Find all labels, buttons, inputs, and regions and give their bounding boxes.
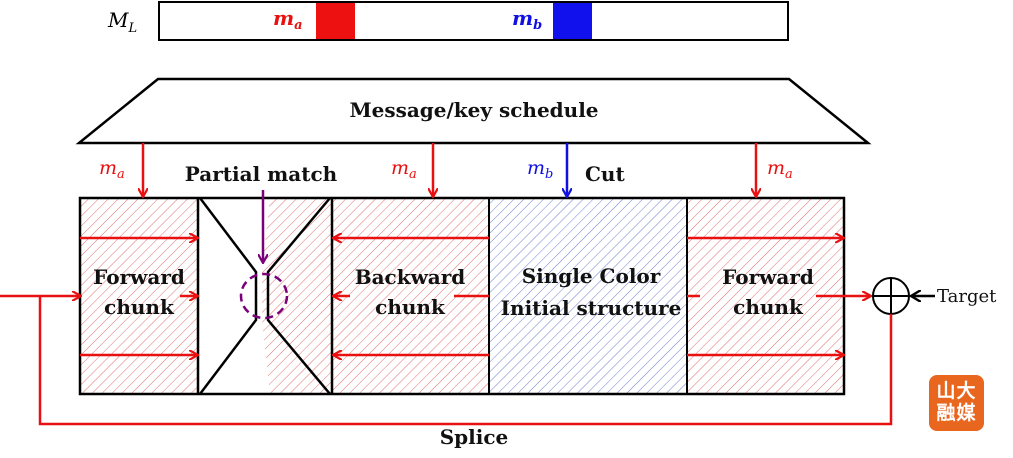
hourglass-right (266, 197, 331, 395)
key-schedule-label: Message/key schedule (349, 98, 598, 122)
mb-block (553, 3, 592, 39)
cut-label: Cut (585, 162, 625, 186)
ma-block (316, 3, 355, 39)
logo-line1: 山大 (936, 380, 977, 402)
media-logo: 山大 融媒 (929, 375, 984, 431)
backward-line1: Backward (355, 265, 466, 289)
forward-right-line2: chunk (733, 295, 804, 319)
forward-chunk-left-fill (80, 198, 198, 394)
partial-match-ellipse (239, 272, 289, 320)
mb-arrow-label: mb (527, 157, 553, 182)
hourglass-left (199, 197, 258, 395)
ma-arrow-left-label: ma (99, 157, 125, 182)
logo-line2: 融媒 (936, 402, 977, 424)
ma-arrow-middle-label: ma (391, 157, 417, 182)
backward-line2: chunk (375, 295, 446, 319)
initial-structure-fill (489, 198, 687, 394)
ma-arrow-right-label: ma (767, 157, 793, 182)
memory-bar (158, 1, 789, 41)
splice-loop (38, 296, 893, 426)
forward-right-line1: Forward (722, 265, 814, 289)
forward-left-line2: chunk (104, 295, 175, 319)
mb-label: mb (512, 6, 542, 33)
splice-label: Splice (440, 425, 509, 449)
partial-match-right-fill (262, 198, 332, 394)
partial-match-label: Partial match (185, 162, 338, 186)
memory-label: ML (107, 8, 137, 36)
forward-left-line1: Forward (93, 265, 185, 289)
key-schedule-box (75, 77, 872, 145)
initial-line1: Single Color (522, 264, 661, 288)
ma-label: ma (273, 6, 303, 33)
target-label: Target (937, 286, 997, 307)
initial-line2: Initial structure (501, 296, 682, 320)
